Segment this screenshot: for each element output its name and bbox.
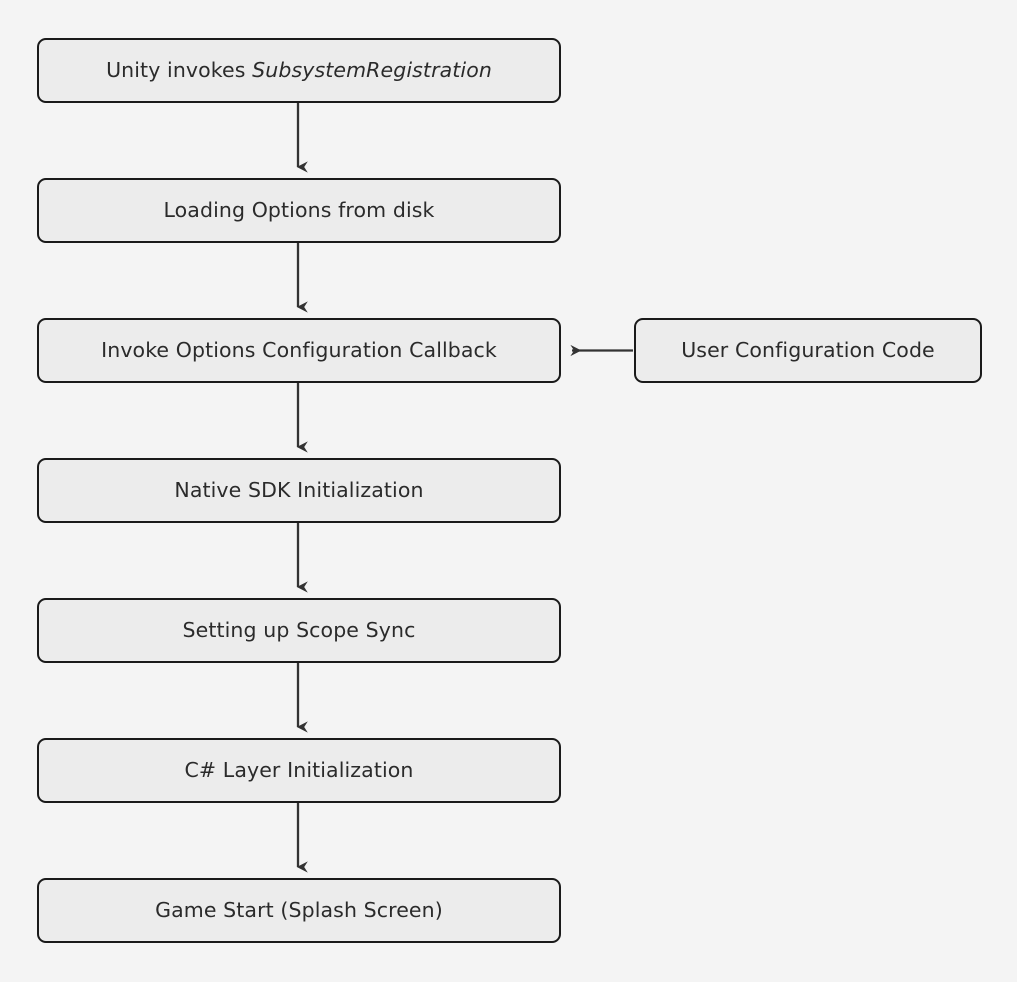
- node-native-sdk-init-label: Native SDK Initialization: [174, 478, 424, 503]
- node-user-config-code[interactable]: User Configuration Code: [634, 318, 982, 383]
- node-native-sdk-init[interactable]: Native SDK Initialization: [37, 458, 561, 523]
- node-subsystem-registration-emphasis: SubsystemRegistration: [252, 58, 492, 83]
- node-loading-options-label: Loading Options from disk: [163, 198, 435, 223]
- node-csharp-layer-init[interactable]: C# Layer Initialization: [37, 738, 561, 803]
- node-csharp-layer-init-label: C# Layer Initialization: [184, 758, 414, 783]
- node-subsystem-registration[interactable]: Unity invokes SubsystemRegistration: [37, 38, 561, 103]
- node-game-start[interactable]: Game Start (Splash Screen): [37, 878, 561, 943]
- node-scope-sync[interactable]: Setting up Scope Sync: [37, 598, 561, 663]
- node-invoke-callback[interactable]: Invoke Options Configuration Callback: [37, 318, 561, 383]
- node-subsystem-registration-label: Unity invokes SubsystemRegistration: [106, 58, 492, 83]
- node-scope-sync-label: Setting up Scope Sync: [182, 618, 416, 643]
- node-user-config-code-label: User Configuration Code: [681, 338, 935, 363]
- node-invoke-callback-label: Invoke Options Configuration Callback: [101, 338, 497, 363]
- node-loading-options[interactable]: Loading Options from disk: [37, 178, 561, 243]
- node-game-start-label: Game Start (Splash Screen): [155, 898, 443, 923]
